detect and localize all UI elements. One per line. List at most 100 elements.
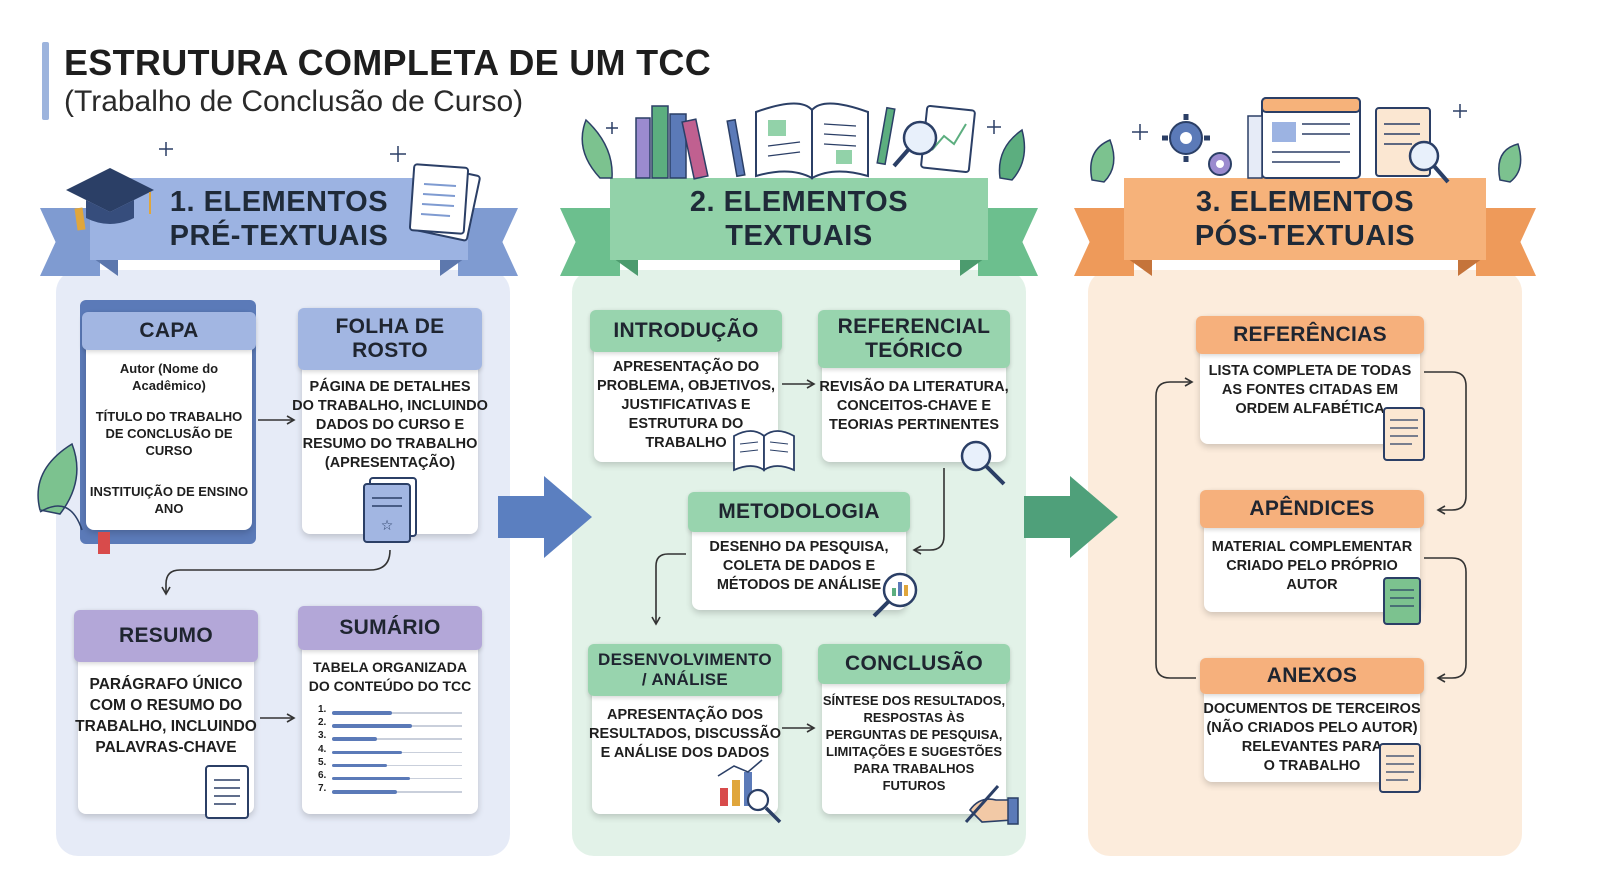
- resumo-text-line: TRABALHO, INCLUINDO: [75, 718, 257, 735]
- sumario-list: 1. 2. 3. 4. 5. 6. 7.: [318, 704, 468, 798]
- page-title: ESTRUTURA COMPLETA DE UM TCC: [64, 42, 712, 83]
- pre-textual-title-line1: 1. ELEMENTOS: [169, 186, 389, 218]
- capa-year: ANO: [154, 501, 184, 516]
- textual-title-line1: 2. ELEMENTOS: [689, 186, 909, 218]
- post-textual-title-line1: 3. ELEMENTOS: [1195, 186, 1415, 218]
- introducao-text-line: ESTRUTURA DO: [628, 416, 744, 432]
- anexos-card: ANEXOS DOCUMENTOS DE TERCEIROS (NÃO CRIA…: [1200, 658, 1424, 782]
- referencial-text-line: TEORIAS PERTINENTES: [829, 417, 999, 433]
- post-textual-title-line2: PÓS-TEXTUAIS: [1194, 220, 1416, 252]
- introducao-text-line: TRABALHO: [645, 435, 727, 451]
- referencial-teorico-card: REFERENCIAL TEÓRICO REVISÃO DA LITERATUR…: [818, 310, 1010, 462]
- anexos-text-line: RELEVANTES PARA: [1241, 739, 1383, 755]
- open-book-icon: [755, 102, 869, 180]
- introducao-text-line: JUSTIFICATIVAS E: [621, 397, 751, 413]
- capa-card: CAPA Autor (Nome do Acadêmico) TÍTULO DO…: [82, 312, 256, 530]
- magnifier-icon: [892, 120, 938, 168]
- anexos-text-line: (NÃO CRIADOS PELO AUTOR): [1206, 720, 1418, 736]
- apendices-text-line: MATERIAL COMPLEMENTAR: [1211, 539, 1413, 555]
- capa-title-line1: TÍTULO DO TRABALHO: [95, 409, 243, 424]
- browser-window-icon: [1247, 97, 1361, 179]
- referencias-title: REFERÊNCIAS: [1233, 323, 1387, 346]
- sumario-text-line: TABELA ORGANIZADA: [313, 659, 467, 675]
- folha-text-line: DO TRABALHO, INCLUINDO: [292, 398, 488, 414]
- folha-text-line: DADOS DO CURSO E: [315, 417, 465, 433]
- gear-icon: [1162, 114, 1232, 176]
- folha-text-line: (APRESENTAÇÃO): [324, 455, 456, 471]
- textual-title-line2: TEXTUAIS: [725, 220, 873, 252]
- conclusao-text-line: PERGUNTAS DE PESQUISA,: [825, 727, 1003, 742]
- introducao-text-line: PROBLEMA, OBJETIVOS,: [596, 378, 776, 394]
- post-textual-ribbon: 3. ELEMENTOS PÓS-TEXTUAIS: [1074, 178, 1536, 276]
- metodologia-text-line: MÉTODOS DE ANÁLISE: [716, 577, 882, 593]
- folha-de-rosto-card: FOLHA DE ROSTO PÁGINA DE DETALHES DO TRA…: [292, 308, 488, 534]
- capa-author-line1: Autor (Nome do: [119, 361, 219, 376]
- capa-title: CAPA: [139, 319, 199, 342]
- metodologia-text-line: COLETA DE DADOS E: [722, 558, 876, 574]
- metodologia-title: METODOLOGIA: [718, 500, 880, 523]
- document-icon: [1375, 107, 1431, 177]
- referencial-title-line2: TEÓRICO: [865, 339, 963, 362]
- folha-title-line2: ROSTO: [352, 339, 428, 362]
- sumario-list-item: 3.: [318, 730, 468, 745]
- sumario-list-item: 7.: [318, 783, 468, 798]
- desenvolvimento-title-line1: DESENVOLVIMENTO: [598, 650, 772, 669]
- conclusao-text-line: RESPOSTAS ÀS: [863, 710, 965, 725]
- sumario-list-item: 5.: [318, 757, 468, 772]
- sumario-list-item: 1.: [318, 704, 468, 719]
- desenvolvimento-text-line: E ANÁLISE DOS DADOS: [600, 745, 770, 761]
- anexos-title: ANEXOS: [1266, 664, 1358, 687]
- referencial-title-line1: REFERENCIAL: [837, 315, 991, 338]
- anexos-text-line: O TRABALHO: [1263, 758, 1361, 774]
- apendices-title: APÊNDICES: [1249, 497, 1375, 520]
- resumo-text-line: PALAVRAS-CHAVE: [95, 739, 237, 756]
- leaf-icon: [1090, 139, 1522, 183]
- folha-text-line: RESUMO DO TRABALHO: [302, 436, 478, 452]
- pre-textual-ribbon: 1. ELEMENTOS PRÉ-TEXTUAIS: [40, 178, 518, 276]
- sumario-list-item: 6.: [318, 770, 468, 785]
- sumario-list-item: 4.: [318, 744, 468, 759]
- resumo-title: RESUMO: [119, 624, 213, 647]
- referencias-text-line: LISTA COMPLETA DE TODAS: [1208, 363, 1412, 379]
- conclusao-text-line: LIMITAÇÕES E SUGESTÕES: [826, 744, 1003, 759]
- textual-ribbon: 2. ELEMENTOS TEXTUAIS: [560, 178, 1038, 276]
- leaf-icon: [581, 118, 1026, 181]
- capa-title-line2: DE CONCLUSÃO DE: [105, 426, 233, 441]
- desenvolvimento-text-line: APRESENTAÇÃO DOS: [606, 707, 764, 723]
- conclusao-text-line: FUTUROS: [882, 778, 946, 793]
- capa-author-line2: Acadêmico): [132, 378, 206, 393]
- desenvolvimento-title-line2: / ANÁLISE: [641, 670, 729, 689]
- pre-textual-title-line2: PRÉ-TEXTUAIS: [169, 220, 389, 252]
- books-icon: [635, 105, 709, 180]
- introducao-title: INTRODUÇÃO: [613, 319, 759, 342]
- apendices-text-line: CRIADO PELO PRÓPRIO: [1226, 558, 1398, 574]
- conclusao-title: CONCLUSÃO: [844, 652, 984, 675]
- desenvolvimento-card: DESENVOLVIMENTO / ANÁLISE APRESENTAÇÃO D…: [588, 644, 782, 814]
- referencias-card: REFERÊNCIAS LISTA COMPLETA DE TODAS AS F…: [1196, 316, 1424, 444]
- conclusao-text-line: SÍNTESE DOS RESULTADOS,: [822, 693, 1006, 708]
- anexos-text-line: DOCUMENTOS DE TERCEIROS: [1203, 701, 1421, 717]
- apendices-card: APÊNDICES MATERIAL COMPLEMENTAR CRIADO P…: [1200, 490, 1424, 612]
- referencial-text-line: REVISÃO DA LITERATURA,: [819, 379, 1009, 395]
- folha-text-line: PÁGINA DE DETALHES: [309, 379, 471, 395]
- pencil-icon: [726, 106, 896, 178]
- referencias-text-line: AS FONTES CITADAS EM: [1221, 382, 1399, 398]
- introducao-text-line: APRESENTAÇÃO DO: [612, 359, 760, 375]
- magnifier-icon: [1408, 140, 1450, 184]
- resumo-text-line: COM O RESUMO DO: [89, 697, 243, 714]
- folha-title-line1: FOLHA DE: [335, 315, 445, 338]
- page-subtitle: (Trabalho de Conclusão de Curso): [64, 85, 524, 118]
- sumario-text-line: DO CONTEÚDO DO TCC: [308, 678, 472, 694]
- resumo-text-line: PARÁGRAFO ÚNICO: [89, 676, 243, 693]
- apendices-text-line: AUTOR: [1286, 577, 1338, 593]
- chart-paper-icon: [920, 104, 976, 174]
- capa-institution: INSTITUIÇÃO DE ENSINO: [89, 484, 249, 499]
- metodologia-card: METODOLOGIA DESENHO DA PESQUISA, COLETA …: [688, 492, 910, 610]
- title-accent-bar: [42, 42, 49, 120]
- conclusao-text-line: PARA TRABALHOS: [853, 761, 975, 776]
- capa-title-line3: CURSO: [145, 443, 193, 458]
- conclusao-card: CONCLUSÃO SÍNTESE DOS RESULTADOS, RESPOS…: [818, 644, 1010, 814]
- sumario-list-item: 2.: [318, 717, 468, 732]
- desenvolvimento-text-line: RESULTADOS, DISCUSSÃO: [589, 726, 782, 742]
- referencias-text-line: ORDEM ALFABÉTICA: [1235, 401, 1385, 417]
